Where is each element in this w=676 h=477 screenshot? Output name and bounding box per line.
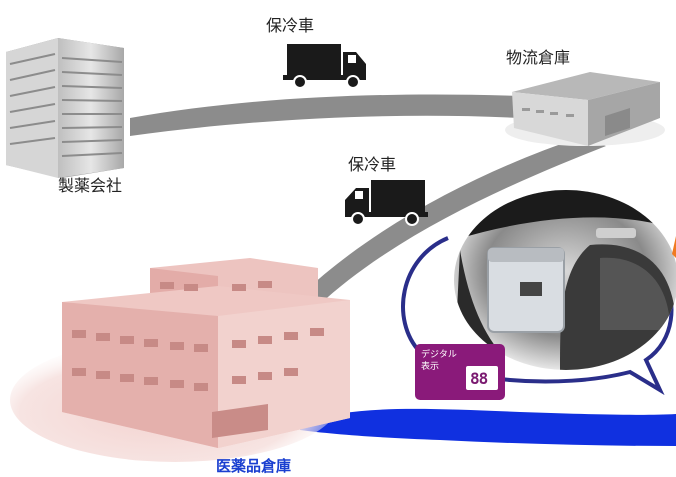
- vehicle-cooler-photo: [454, 190, 676, 370]
- pharma-warehouse-label: 医薬品倉庫: [216, 457, 292, 475]
- pharma-company-building: [6, 38, 124, 178]
- digital-display-badge: [415, 344, 505, 400]
- digital-badge-title-line1: デジタル: [421, 350, 457, 360]
- route-delivery-blue: [300, 408, 676, 446]
- pharma-company-label: 製薬会社: [58, 176, 123, 195]
- digital-badge-title-line2: 表示: [421, 362, 440, 372]
- refrigerated-truck-middle-icon: [345, 180, 428, 226]
- route-pharma-to-logistics: [130, 94, 520, 136]
- route-logistics-to-pharma-warehouse: [300, 138, 606, 306]
- digital-display-value: 88: [470, 369, 488, 388]
- orange-accent-mark: [672, 236, 676, 258]
- refrigerated-truck-top-icon: [283, 44, 366, 89]
- logistics-warehouse-building: [505, 72, 665, 146]
- logistics-warehouse-label: 物流倉庫: [506, 48, 571, 67]
- truck-top-label: 保冷車: [266, 16, 315, 35]
- truck-mid-label: 保冷車: [348, 155, 397, 174]
- pharma-warehouse-building: [10, 258, 350, 462]
